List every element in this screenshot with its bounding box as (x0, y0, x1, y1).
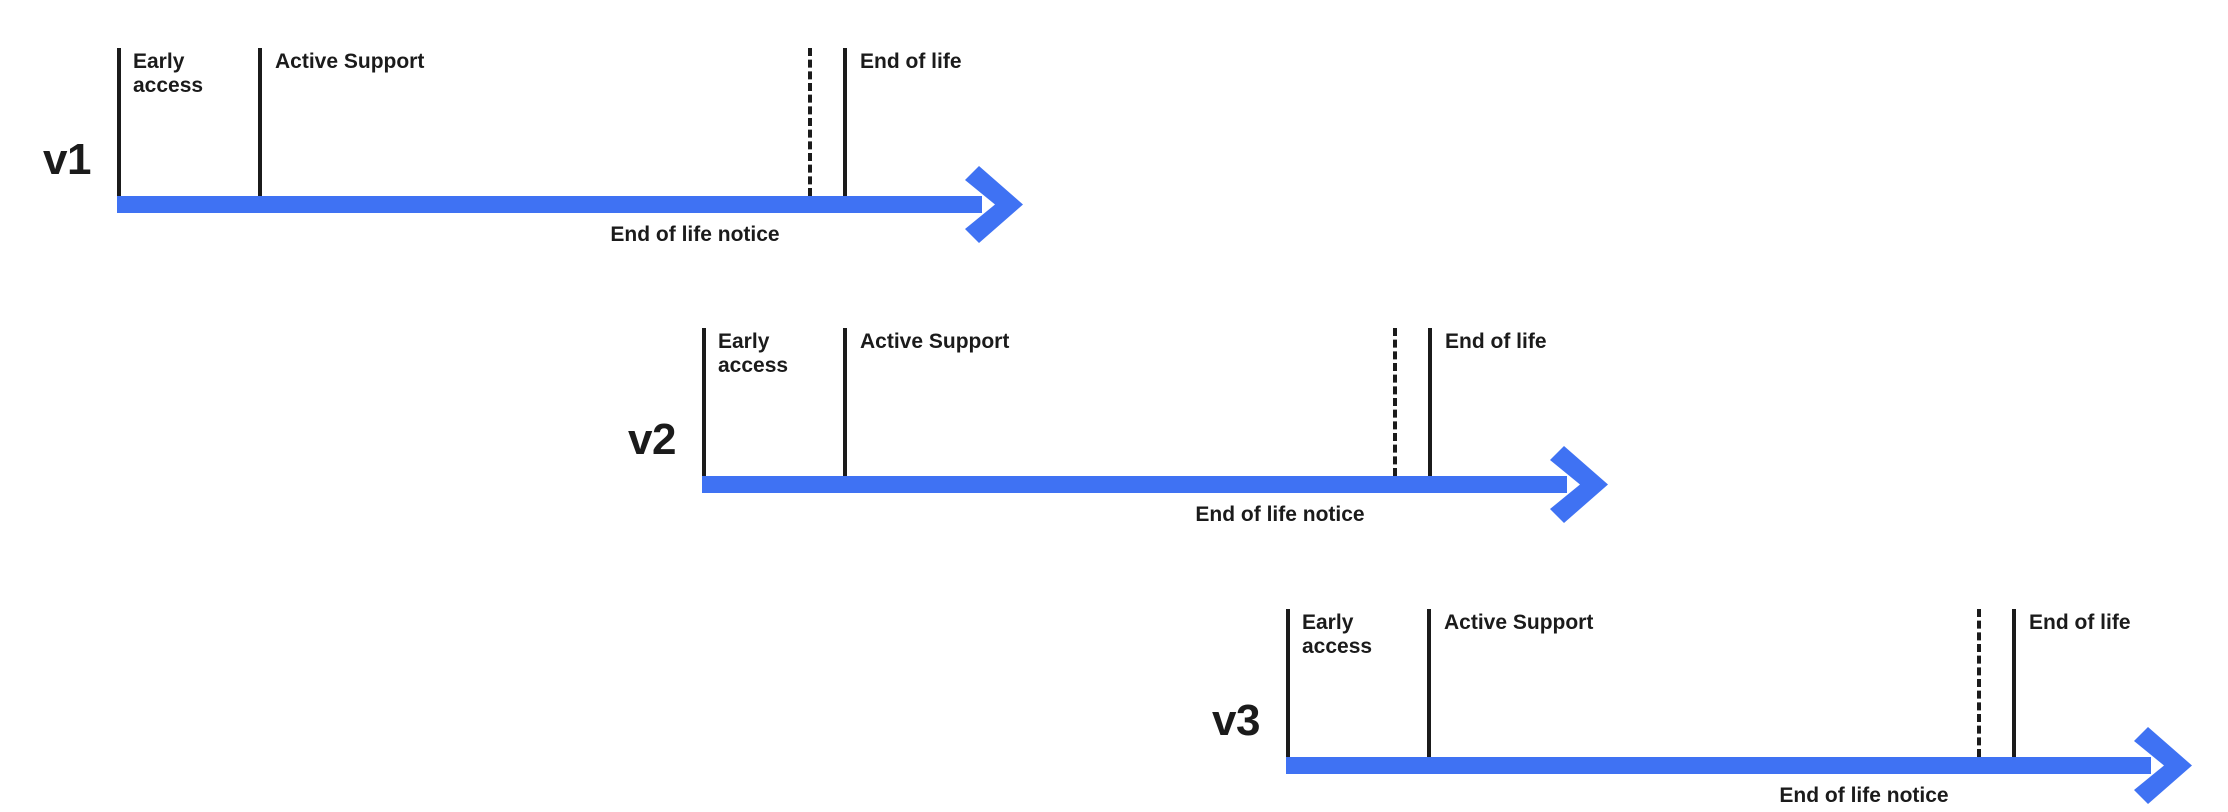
notice-label-v2: End of life notice (1195, 503, 1365, 526)
segment-label-active-support-v2: Active Support (860, 330, 1010, 353)
timeline-row-v1: v1 Early access Active Support End of li… (43, 48, 1023, 248)
segment-label-end-of-life-v2: End of life (1445, 330, 1547, 353)
notice-label-v3: End of life notice (1779, 784, 1949, 807)
divider-early-access-end-v3 (1427, 609, 1431, 757)
lifecycle-bar-v3 (1286, 757, 2151, 774)
divider-end-of-life-start-v3 (2012, 609, 2016, 757)
segment-label-early-access-v1: Early access (133, 50, 204, 97)
divider-early-access-end-v2 (843, 328, 847, 476)
arrow-head-icon-v1 (965, 166, 1023, 243)
divider-start-v3 (1286, 609, 1290, 757)
segment-label-early-access-v3: Early access (1302, 611, 1373, 658)
timeline-row-v2: v2 Early access Active Support End of li… (628, 328, 1608, 528)
divider-start-v1 (117, 48, 121, 196)
segment-label-end-of-life-v1: End of life (860, 50, 962, 73)
notice-label-v1: End of life notice (610, 223, 780, 246)
segment-label-active-support-v3: Active Support (1444, 611, 1594, 634)
lifecycle-bar-v2 (702, 476, 1567, 493)
version-label-v2: v2 (628, 415, 676, 464)
divider-end-of-life-start-v1 (843, 48, 847, 196)
version-label-v3: v3 (1212, 696, 1260, 745)
divider-eol-notice-v1 (808, 48, 812, 196)
version-label-v1: v1 (43, 135, 91, 184)
arrow-head-icon-v2 (1550, 446, 1608, 523)
divider-early-access-end-v1 (258, 48, 262, 196)
divider-eol-notice-v3 (1977, 609, 1981, 757)
timeline-row-v3: v3 Early access Active Support End of li… (1212, 609, 2192, 809)
lifecycle-bar-v1 (117, 196, 982, 213)
arrow-head-icon-v3 (2134, 727, 2192, 804)
segment-label-active-support-v1: Active Support (275, 50, 425, 73)
segment-label-end-of-life-v3: End of life (2029, 611, 2131, 634)
divider-eol-notice-v2 (1393, 328, 1397, 476)
divider-end-of-life-start-v2 (1428, 328, 1432, 476)
segment-label-early-access-v2: Early access (718, 330, 789, 377)
divider-start-v2 (702, 328, 706, 476)
